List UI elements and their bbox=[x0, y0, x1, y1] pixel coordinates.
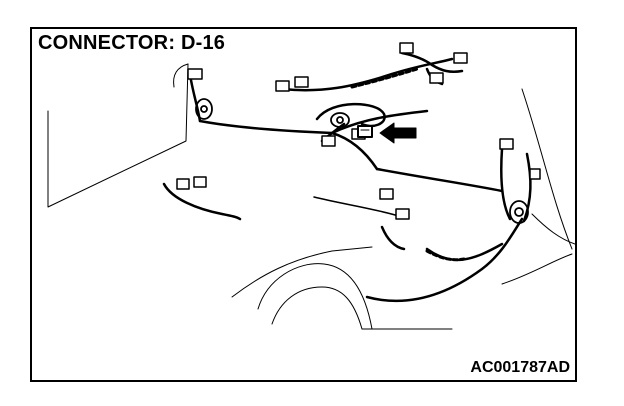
connector bbox=[529, 168, 541, 180]
connector bbox=[294, 76, 309, 88]
connector bbox=[187, 68, 203, 80]
connector bbox=[176, 178, 190, 190]
connector bbox=[275, 80, 290, 92]
wiring-harness-illustration bbox=[47, 42, 575, 330]
diagram-title: CONNECTOR: D-16 bbox=[38, 32, 226, 54]
connector bbox=[379, 188, 394, 200]
indicator-arrow bbox=[379, 122, 417, 144]
connector bbox=[453, 52, 468, 64]
connector bbox=[499, 138, 514, 150]
connector-group bbox=[176, 42, 541, 220]
connector bbox=[193, 176, 207, 188]
harness-tape bbox=[350, 67, 466, 262]
grommet-center bbox=[330, 112, 350, 128]
wiring-harness bbox=[162, 51, 532, 303]
connector-d-16 bbox=[357, 125, 373, 138]
grommet-right bbox=[509, 200, 529, 224]
connector bbox=[429, 72, 444, 84]
grommet-left bbox=[195, 98, 213, 120]
figure-code: AC001787AD bbox=[470, 359, 570, 376]
vehicle-body-outline bbox=[47, 63, 575, 330]
connector bbox=[321, 135, 336, 147]
connector bbox=[399, 42, 414, 54]
diagram-frame: CONNECTOR: D-16 AC001787AD bbox=[30, 27, 577, 382]
connector bbox=[395, 208, 410, 220]
